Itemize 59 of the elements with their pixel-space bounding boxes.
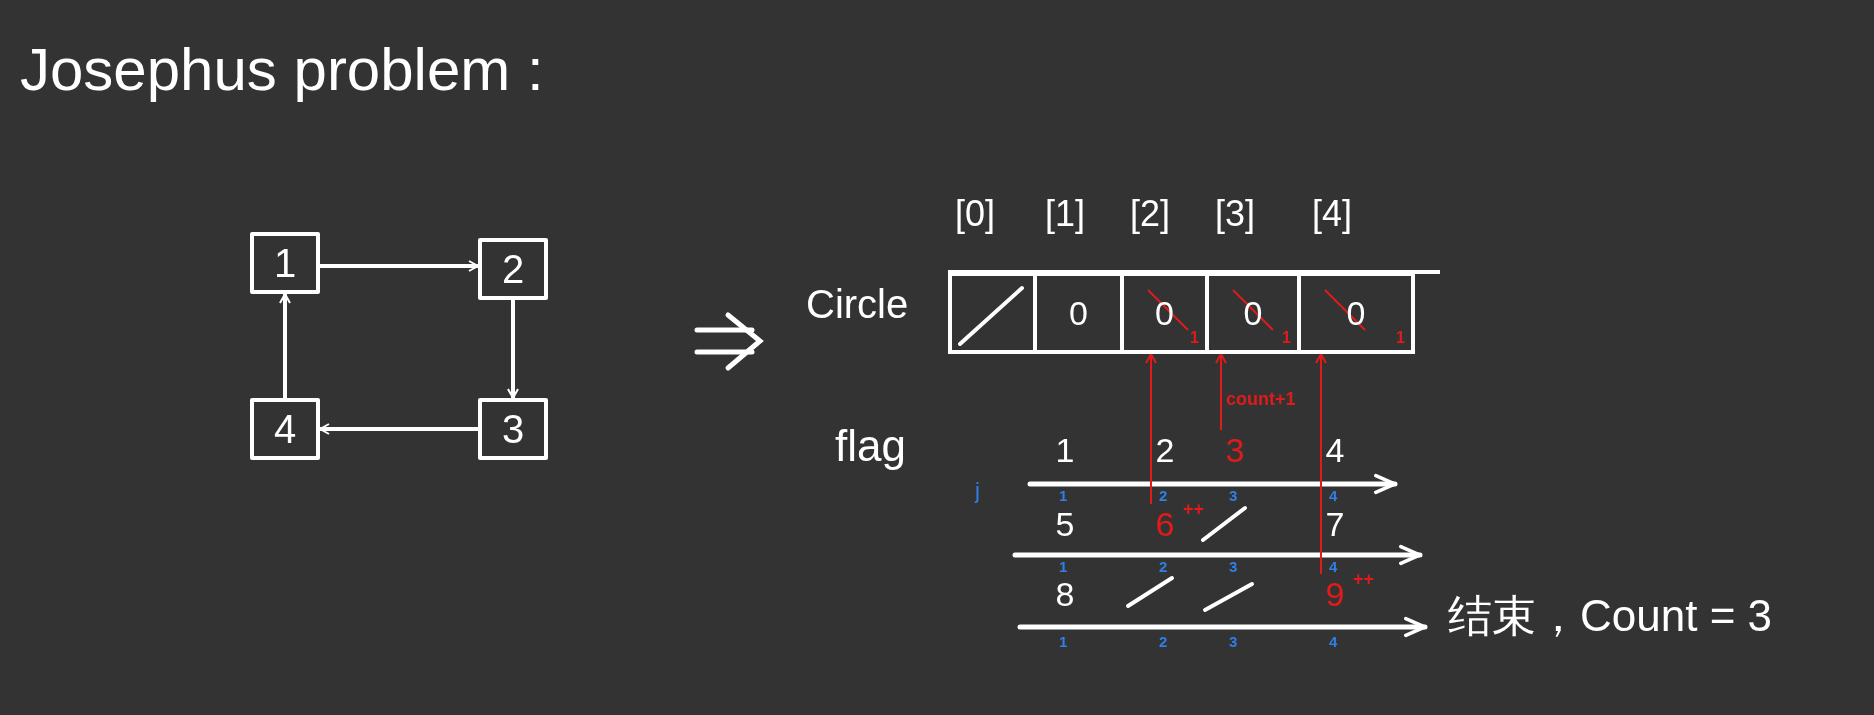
number: 8 <box>1055 577 1075 611</box>
number: 0 <box>1069 296 1088 330</box>
position-number: 1 <box>1059 559 1068 574</box>
array-cell <box>1205 272 1297 354</box>
row-label: Circle <box>806 284 909 324</box>
count-mark: 1 <box>1282 330 1291 346</box>
variable-label: j <box>975 480 980 502</box>
array-cell <box>948 272 1033 354</box>
number-box <box>250 398 320 460</box>
array-cell <box>1033 272 1120 354</box>
number: 4 <box>1325 433 1345 467</box>
number-box <box>250 232 320 294</box>
index-label: [0] <box>955 196 996 232</box>
arrow <box>319 423 478 435</box>
index-label: [3] <box>1215 196 1256 232</box>
position-number: 2 <box>1159 634 1168 649</box>
increment-mark: ++ <box>1183 500 1205 518</box>
number: 2 <box>501 249 525 289</box>
arrow <box>1145 353 1157 505</box>
position-number: 4 <box>1329 488 1338 503</box>
number: 4 <box>273 409 297 449</box>
number: 2 <box>1155 433 1175 467</box>
position-number: 3 <box>1229 488 1238 503</box>
number: 9 <box>1325 577 1345 611</box>
arrow <box>507 300 519 399</box>
array-cell <box>1297 272 1415 354</box>
position-number: 4 <box>1329 559 1338 574</box>
position-number: 3 <box>1229 559 1238 574</box>
index-label: [4] <box>1312 196 1353 232</box>
position-number: 3 <box>1229 634 1238 649</box>
arrow <box>279 293 291 398</box>
position-number: 1 <box>1059 634 1068 649</box>
number-box <box>478 238 548 300</box>
result-note: 结束，Count = 3 <box>1448 594 1773 638</box>
number: 1 <box>1055 433 1075 467</box>
position-number: 2 <box>1159 559 1168 574</box>
position-number: 1 <box>1059 488 1068 503</box>
row-label: flag <box>835 424 906 468</box>
position-number: 2 <box>1159 488 1168 503</box>
index-label: [1] <box>1045 196 1086 232</box>
increment-mark: ++ <box>1353 570 1375 588</box>
count-mark: 1 <box>1396 330 1405 346</box>
number: 6 <box>1155 507 1175 541</box>
number: 5 <box>1055 507 1075 541</box>
number: 0 <box>1155 296 1174 330</box>
number: 1 <box>273 243 297 283</box>
number: 3 <box>1225 433 1245 467</box>
edge-label: count+1 <box>1224 390 1298 408</box>
number: 7 <box>1325 507 1345 541</box>
number: 3 <box>501 409 525 449</box>
count-mark: 1 <box>1190 330 1199 346</box>
arrow <box>320 260 479 272</box>
number-box <box>478 398 548 460</box>
arrow <box>1215 353 1227 431</box>
arrow <box>1315 353 1327 575</box>
title: Josephus problem : <box>20 40 544 100</box>
index-label: [2] <box>1130 196 1171 232</box>
array-cell <box>1120 272 1205 354</box>
position-number: 4 <box>1329 634 1338 649</box>
